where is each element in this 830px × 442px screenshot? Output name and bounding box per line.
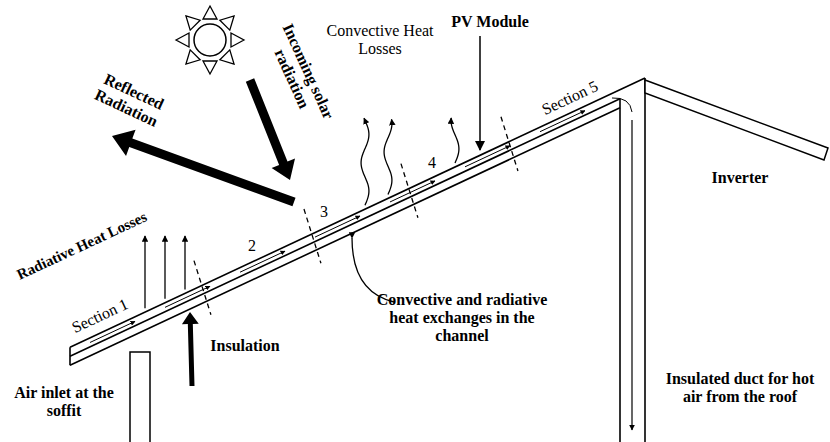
insulation-pointer: [182, 312, 199, 386]
section-divider: [401, 164, 418, 218]
sun-ray: [220, 16, 234, 30]
section-divider: [304, 209, 321, 263]
sun-ray: [203, 61, 217, 74]
diagram-label: Convective and radiative heat exchanges …: [375, 291, 550, 345]
air-flow-arrow: [240, 251, 285, 272]
duct-flow-arrow: [631, 120, 632, 430]
sun-ray: [186, 50, 200, 64]
diagram-label: 4: [428, 154, 436, 172]
roof-layer-line: [70, 99, 620, 357]
diagram-label: Insulated duct for hot air from the roof: [655, 370, 825, 406]
diagram-label: Inverter: [712, 169, 769, 187]
section-divider: [194, 261, 211, 315]
air-inlet: [130, 352, 150, 442]
sun-disc: [194, 24, 226, 56]
pv-module-pointer: [479, 36, 481, 150]
air-flow-arrow: [612, 98, 632, 112]
reflected-radiation-arrow: [112, 130, 296, 207]
duct-wall: [619, 99, 621, 442]
section-divider: [501, 117, 518, 171]
diagram-label: Convective Heat Losses: [310, 22, 450, 58]
diagram-label: Section 1: [69, 295, 131, 337]
convective-loss-arrow: [451, 118, 459, 163]
convective-loss-arrow: [384, 119, 392, 194]
sun-ray: [220, 50, 234, 64]
diagram-label: PV Module: [451, 13, 528, 31]
radiative-loss-arrow: [164, 236, 165, 299]
diagram-label: Insulation: [210, 337, 279, 355]
diagram-label: Reflected Radiation: [82, 65, 179, 135]
radiative-loss-arrow: [144, 236, 145, 308]
sun-ray: [176, 33, 189, 47]
sun-ray: [186, 16, 200, 30]
roof-section: [70, 78, 828, 442]
incoming-radiation-arrow: [246, 78, 295, 180]
sun-ray: [231, 33, 244, 47]
diagram-label: 2: [248, 237, 256, 255]
air-flow-arrow: [465, 146, 510, 167]
roof-edge-cap: [69, 347, 71, 365]
sun-ray: [203, 6, 217, 19]
diagram-label: Radiative Heat Losses: [14, 208, 149, 283]
radiative-loss-arrow: [184, 236, 185, 289]
diagram-label: 3: [320, 203, 328, 221]
diagram-label: Air inlet at the soffit: [7, 384, 122, 420]
roof-layer-line: [70, 108, 620, 366]
convective-loss-arrow: [361, 118, 369, 205]
inverter-panel: [645, 80, 828, 160]
duct-wall: [644, 78, 646, 442]
sun-symbol: [176, 6, 244, 74]
